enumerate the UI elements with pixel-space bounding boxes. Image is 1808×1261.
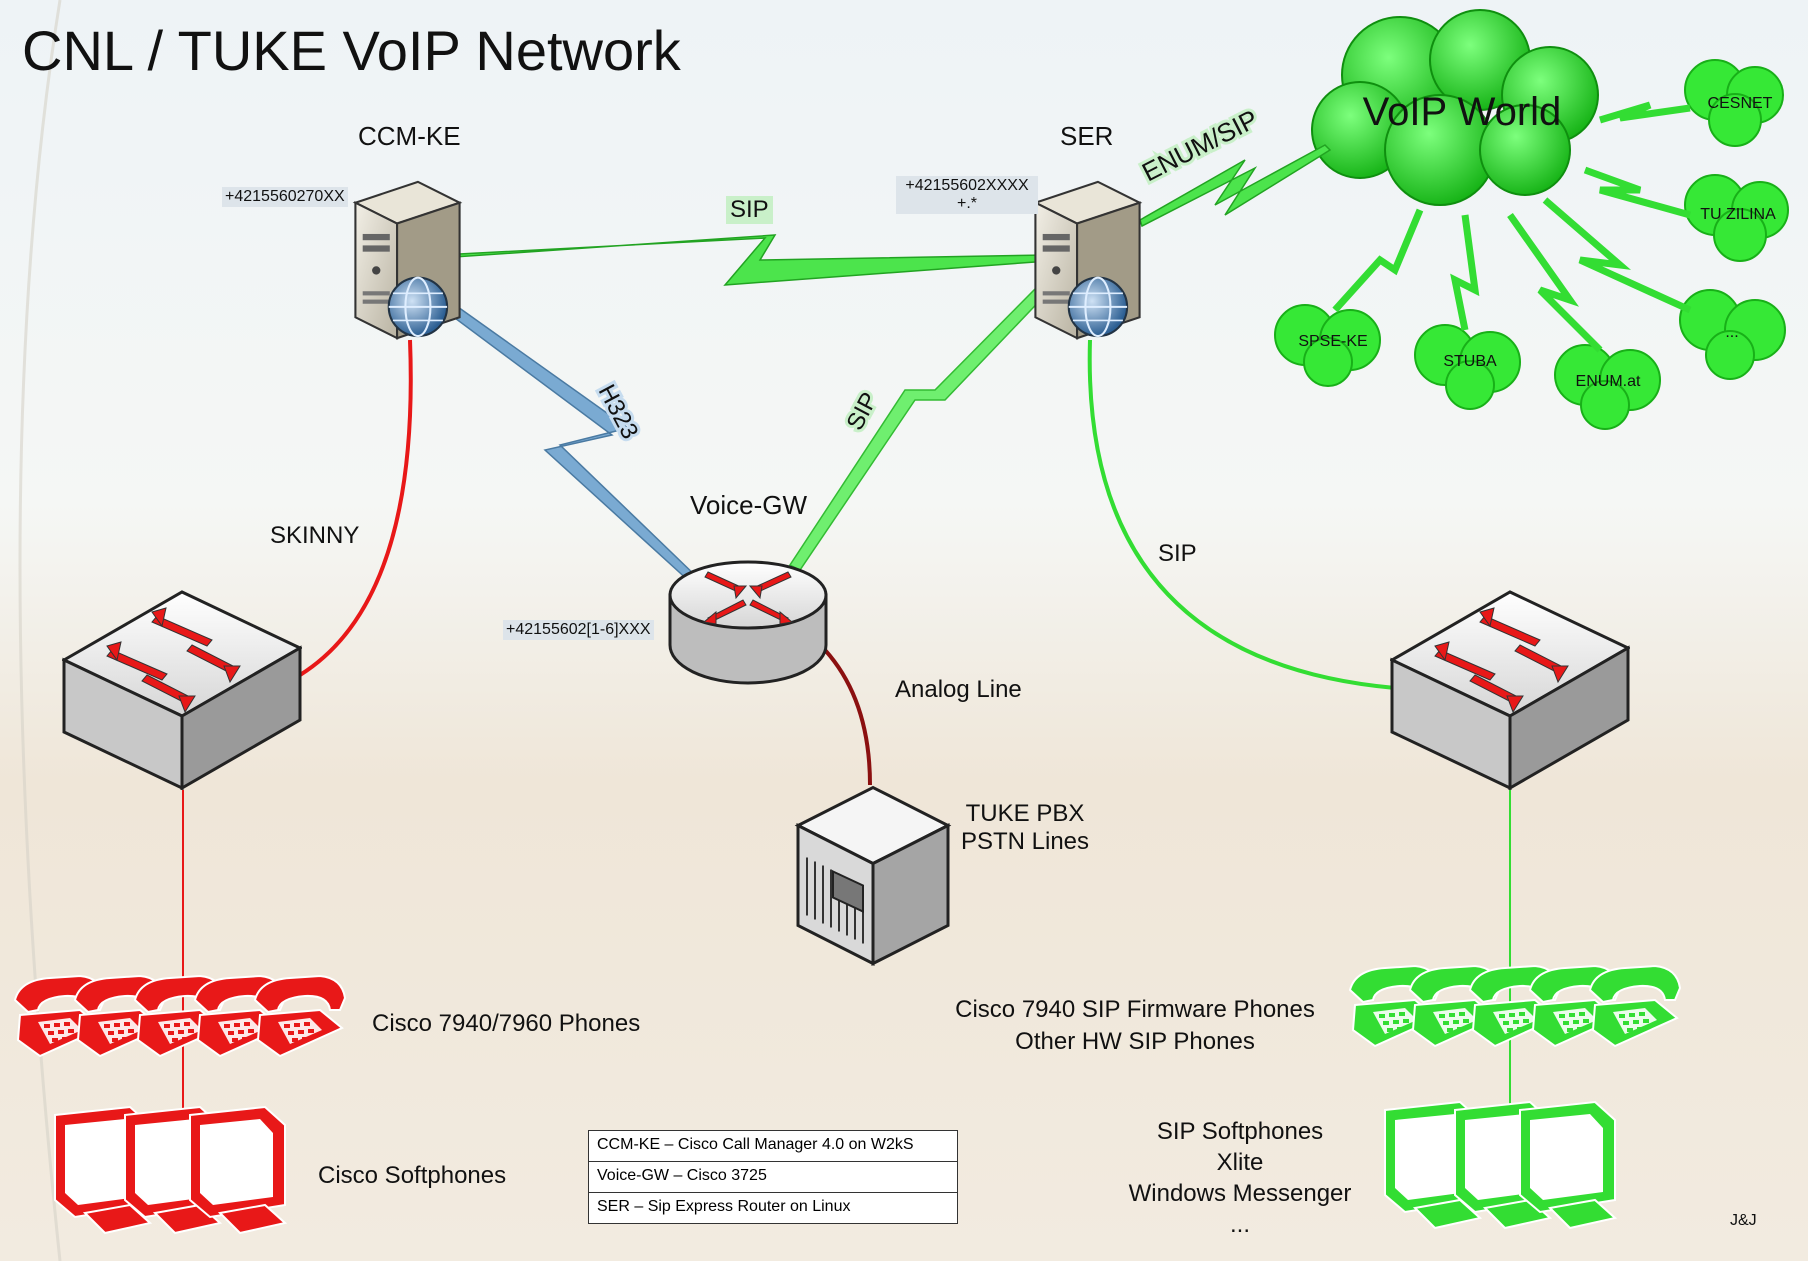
sip-phones-group — [1349, 965, 1681, 1047]
legend-row: CCM-KE – Cisco Call Manager 4.0 on W2kS — [589, 1131, 957, 1162]
cloud-label-cesnet: CESNET — [1708, 95, 1773, 112]
cloud-label-spse-ke: SPSE-KE — [1298, 333, 1367, 350]
phone-icon — [1589, 965, 1681, 1047]
link-ser-switch — [1087, 339, 1396, 690]
legend-row: Voice-GW – Cisco 3725 — [589, 1162, 957, 1193]
voip-world-cloud — [1311, 9, 1599, 206]
pbx-label: TUKE PBX PSTN Lines — [955, 800, 1095, 856]
cloud-label-stuba: STUBA — [1443, 353, 1497, 370]
cloud-spse-ke — [1274, 304, 1381, 387]
link-gw-pbx — [823, 648, 872, 786]
link-label-analog-line: Analog Line — [895, 676, 1022, 703]
switch-left — [62, 590, 302, 790]
server-ser — [1034, 180, 1141, 340]
node-number-ser: +42155602XXXX +.* — [896, 176, 1038, 214]
cloud-partner-links — [1332, 101, 1692, 353]
legend-row: SER – Sip Express Router on Linux — [597, 1198, 851, 1215]
right-phones-label: Cisco 7940 SIP Firmware Phones Other HW … — [930, 994, 1340, 1058]
credit-label: J&J — [1730, 1212, 1757, 1229]
cloud-label-enum-at: ENUM.at — [1576, 373, 1641, 390]
right-softphones-label-line1: SIP Softphones — [1156, 1118, 1324, 1145]
phone-icon — [254, 975, 346, 1057]
node-number-ccm-ke: +4215560270XX — [222, 187, 348, 207]
link-ccm-ser — [439, 234, 1048, 286]
page-title: CNL / TUKE VoIP Network — [22, 19, 681, 82]
cisco-phones-group — [14, 975, 346, 1057]
right-softphones-label-line4: ... — [1229, 1211, 1250, 1238]
cloud-title: VoIP World — [1363, 90, 1562, 134]
link-label-sip-ser-switch: SIP — [1158, 540, 1197, 567]
right-softphones-label: SIP Softphones Xlite Windows Messenger .… — [1100, 1116, 1380, 1240]
server-ccm-ke — [354, 180, 461, 340]
node-label-ccm-ke: CCM-KE — [358, 121, 461, 151]
link-ser-gw — [788, 283, 1052, 571]
link-ser-cloud — [1139, 144, 1332, 228]
cloud-enum-at — [1554, 344, 1661, 430]
right-phones-label-line2: Other HW SIP Phones — [1015, 1028, 1255, 1055]
cisco-softphones-group — [54, 1106, 286, 1234]
cloud-label-more: ... — [1725, 324, 1738, 341]
partner-clouds — [1274, 59, 1789, 430]
right-softphones-label-line2: Xlite — [1216, 1149, 1264, 1176]
link-label-sip-ser-gw: SIP — [841, 388, 883, 435]
cloud-label-tu-zilina: TU ZILINA — [1700, 206, 1776, 223]
right-softphones-label-line3: Windows Messenger — [1128, 1180, 1352, 1207]
node-number-voice-gw: +42155602[1-6]XXX — [503, 620, 654, 640]
node-label-voice-gw: Voice-GW — [690, 490, 808, 520]
legend-box: CCM-KE – Cisco Call Manager 4.0 on W2kS … — [588, 1130, 958, 1224]
link-ccm-gw — [410, 279, 702, 583]
node-label-ser: SER — [1060, 121, 1114, 151]
left-softphones-label: Cisco Softphones — [318, 1162, 507, 1189]
left-phones-label: Cisco 7940/7960 Phones — [372, 1010, 641, 1037]
router-voice-gw — [668, 560, 828, 685]
pbx-label-line1: TUKE PBX — [965, 800, 1085, 827]
cloud-tu-zilina — [1684, 174, 1789, 262]
cloud-more — [1679, 289, 1786, 380]
link-label-skinny: SKINNY — [270, 522, 360, 549]
cloud-stuba — [1414, 324, 1521, 410]
pbx-box — [796, 785, 950, 966]
switch-right — [1390, 590, 1630, 790]
link-label-sip-ccm-ser: SIP — [726, 196, 773, 224]
node-number-ser-line1: +42155602XXXX — [905, 177, 1029, 194]
pbx-label-line2: PSTN Lines — [960, 828, 1090, 855]
sip-softphones-group — [1384, 1101, 1616, 1229]
cloud-cesnet — [1684, 59, 1784, 147]
right-phones-label-line1: Cisco 7940 SIP Firmware Phones — [955, 996, 1315, 1023]
node-number-ser-line2: +.* — [956, 195, 977, 212]
link-ccm-switch — [298, 339, 413, 677]
